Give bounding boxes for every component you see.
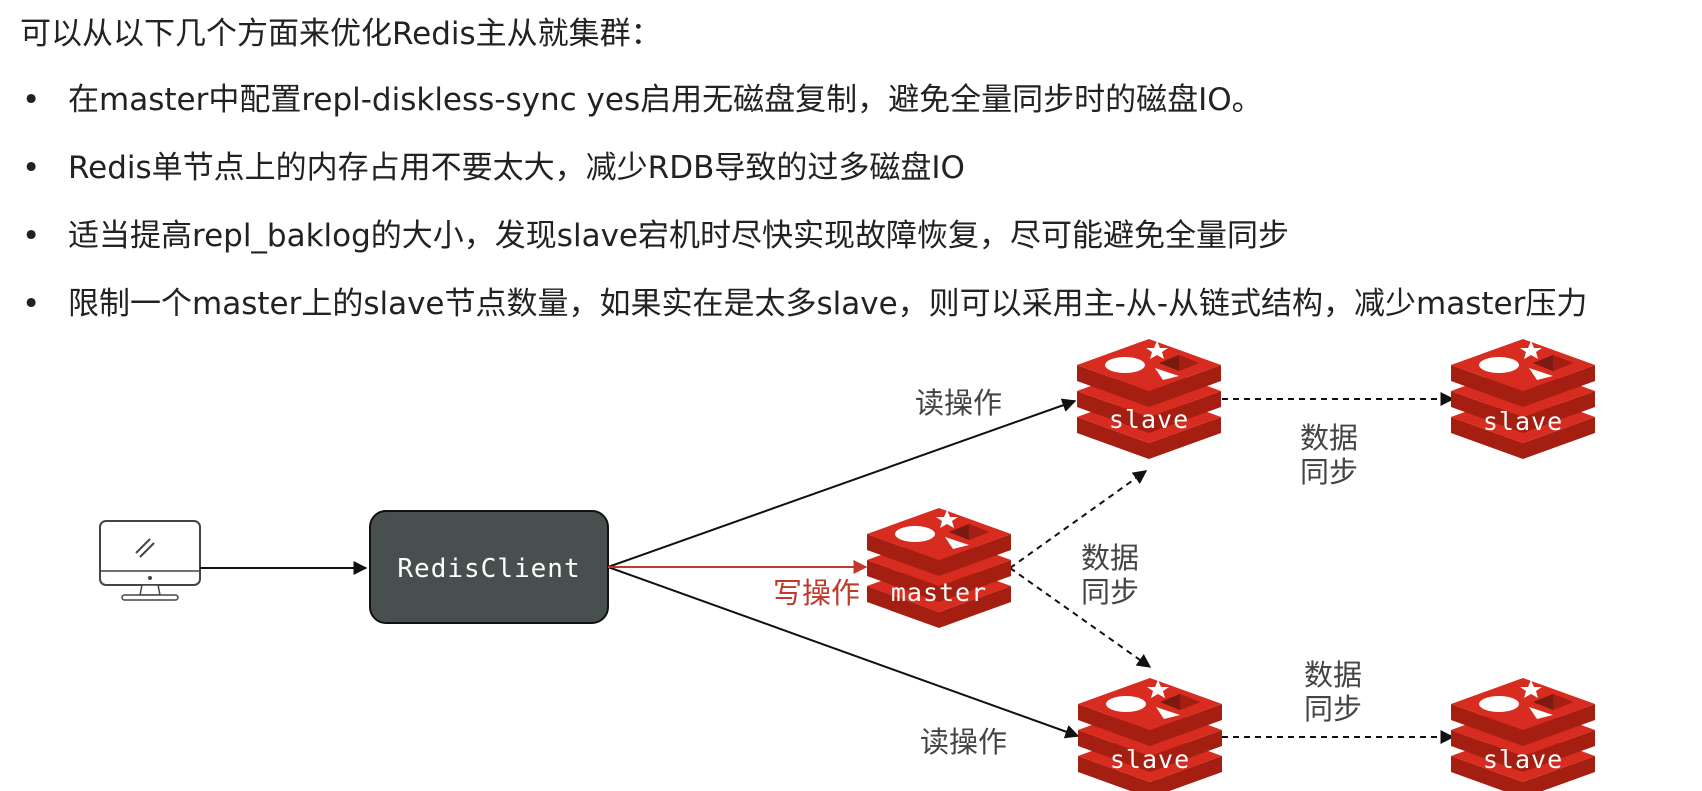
list-item: • 在master中配置repl-diskless-sync yes启用无磁盘复… xyxy=(20,78,1587,146)
write-label: 写操作 xyxy=(773,576,860,610)
redis-client-label: RedisClient xyxy=(397,554,580,584)
sync-label-master-line1: 数据 xyxy=(1081,541,1139,575)
bullet-marker: • xyxy=(22,82,41,118)
read-label-bottom: 读操作 xyxy=(920,725,1007,759)
master-label: master xyxy=(891,578,987,607)
bullet-marker: • xyxy=(22,150,41,186)
slave-node-bottom: slave xyxy=(1078,678,1222,791)
read-arrow-bottom xyxy=(607,566,1080,739)
list-item: • Redis单节点上的内存占用不要太大，减少RDB导致的过多磁盘IO xyxy=(20,146,1587,214)
slave-node-top-chain: slave xyxy=(1451,339,1595,459)
sync-label-master-line2: 同步 xyxy=(1081,575,1139,609)
redis-icon xyxy=(1078,678,1222,791)
redis-icon xyxy=(1077,339,1221,459)
list-item-text: 适当提高repl_baklog的大小，发现slave宕机时尽快实现故障恢复，尽可… xyxy=(68,218,1289,254)
sync-label-top-line2: 同步 xyxy=(1300,455,1358,489)
redis-icon xyxy=(867,508,1011,628)
list-item: • 适当提高repl_baklog的大小，发现slave宕机时尽快实现故障恢复，… xyxy=(20,214,1587,282)
redis-client-node: RedisClient xyxy=(369,510,609,624)
slave-node-top: slave xyxy=(1077,339,1221,459)
master-node: master xyxy=(867,508,1011,628)
sync-label-bottom-line2: 同步 xyxy=(1304,692,1362,726)
intro-text: 可以从以下几个方面来优化Redis主从就集群： xyxy=(20,16,662,52)
read-arrow-top xyxy=(607,398,1077,568)
slave-node-bottom-chain: slave xyxy=(1451,678,1595,791)
list-item-text: 在master中配置repl-diskless-sync yes启用无磁盘复制，… xyxy=(68,82,1263,118)
redis-icon xyxy=(1451,339,1595,459)
list-item-text: 限制一个master上的slave节点数量，如果实在是太多slave，则可以采用… xyxy=(68,286,1588,322)
sync-label-top-line1: 数据 xyxy=(1300,421,1358,455)
slave-label: slave xyxy=(1483,407,1563,436)
list-item-text: Redis单节点上的内存占用不要太大，减少RDB导致的过多磁盘IO xyxy=(68,150,965,186)
sync-arrow-master-top xyxy=(1009,470,1148,569)
bullet-marker: • xyxy=(22,286,41,322)
computer-icon xyxy=(99,520,201,601)
sync-label-bottom-line1: 数据 xyxy=(1304,658,1362,692)
slave-label: slave xyxy=(1109,405,1189,434)
list-item: • 限制一个master上的slave节点数量，如果实在是太多slave，则可以… xyxy=(20,282,1587,350)
redis-icon xyxy=(1451,678,1595,791)
read-label-top: 读操作 xyxy=(915,386,1002,420)
bullet-marker: • xyxy=(22,218,41,254)
slave-label: slave xyxy=(1483,745,1563,774)
slave-label: slave xyxy=(1110,745,1190,774)
optimization-list: • 在master中配置repl-diskless-sync yes启用无磁盘复… xyxy=(20,78,1587,350)
